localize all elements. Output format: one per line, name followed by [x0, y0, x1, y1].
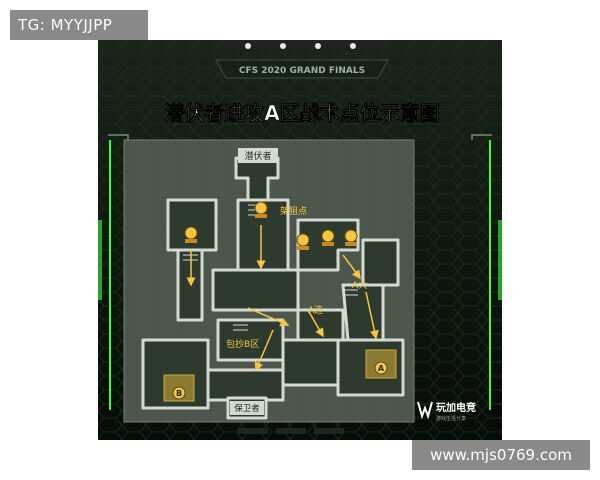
a-big-label: A大 [352, 279, 367, 291]
flank-b-label: 包抄B区 [226, 338, 259, 350]
player-marker [296, 233, 310, 250]
brand-logo-icon [417, 401, 433, 420]
brand-name: 玩加电竞 [436, 401, 476, 414]
site-a-badge: A [374, 361, 388, 375]
player-marker [344, 229, 358, 246]
defender-label: 保卫者 [234, 403, 260, 414]
sniper-label: 架狙点 [280, 206, 307, 217]
tactics-poster: CFS 2020 GRAND FINALS 潜伏者进攻A区战术点位示意图 [98, 40, 502, 440]
a-link-label: A连 [308, 304, 323, 316]
event-title: CFS 2020 GRAND FINALS [239, 66, 365, 76]
site-b-label: B [176, 389, 182, 398]
player-marker [184, 226, 198, 243]
watermark-bottom: www.mjs0769.com [412, 440, 590, 470]
watermark-top: TG: MYYJJPP [10, 10, 148, 40]
event-banner: CFS 2020 GRAND FINALS [215, 59, 389, 79]
site-a-label: A [378, 364, 385, 373]
poster-heading: 潜伏者进攻A区战术点位示意图 [164, 101, 439, 125]
spawn-label-box: 潜伏者 [238, 148, 278, 163]
player-marker [254, 201, 268, 218]
site-b-badge: B [172, 386, 186, 400]
player-marker [321, 229, 335, 246]
bottom-vents [238, 428, 344, 434]
neon-frame [98, 134, 502, 410]
tactic-arrows [186, 225, 379, 372]
player-markers [184, 201, 358, 250]
spawn-label: 潜伏者 [244, 150, 271, 162]
poster-graphic: CFS 2020 GRAND FINALS 潜伏者进攻A区战术点位示意图 [98, 40, 502, 440]
defender-label-box: 保卫者 [230, 401, 264, 415]
stage-lights [218, 40, 388, 49]
brand-logo: 玩加电竞 游戏生活分享 [417, 401, 476, 422]
brand-subtitle: 游戏生活分享 [436, 415, 466, 422]
